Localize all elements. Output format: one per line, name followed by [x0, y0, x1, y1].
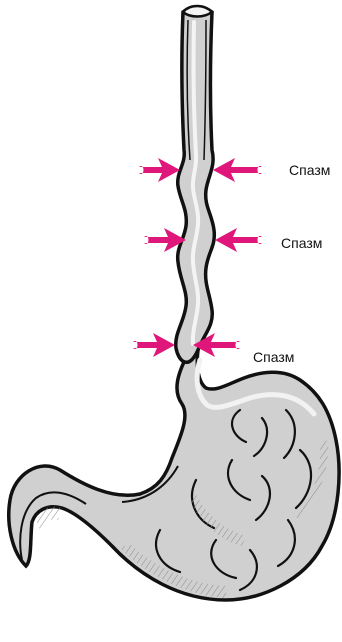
arrow-right-icon [133, 333, 175, 357]
spasm-label-3: Спазм [253, 349, 294, 365]
arrow-left-icon [215, 228, 262, 252]
arrow-left-icon [213, 158, 262, 182]
arrow-right-icon [139, 158, 180, 182]
stomach [9, 350, 339, 600]
spasm-label-2: Спазм [281, 235, 322, 251]
spasm-label-1: Спазм [289, 162, 330, 178]
stomach-outer-wall [9, 350, 339, 600]
esophagus [176, 6, 215, 362]
